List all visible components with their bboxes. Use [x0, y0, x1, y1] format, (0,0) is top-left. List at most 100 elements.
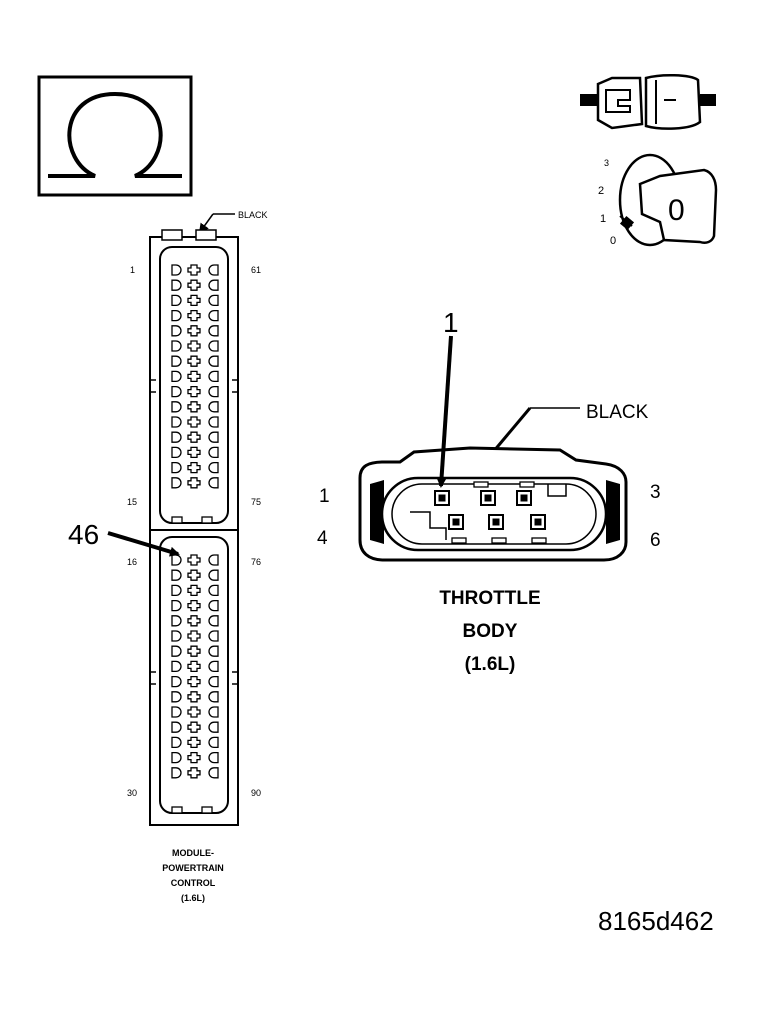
pcm-pin-cavity — [208, 584, 219, 597]
pcm-pin-cavity — [208, 309, 219, 322]
pcm-pin-cavity — [208, 554, 219, 566]
ohm-icon — [48, 91, 182, 178]
pcm-latch-tab — [171, 806, 183, 814]
pcm-pin-cavity — [171, 675, 182, 688]
key-icon — [638, 168, 718, 244]
pcm-pin-cavity — [171, 751, 182, 764]
throttle-pin-label-4: 4 — [317, 528, 328, 549]
throttle-body-connector: BLACK 1 1 4 3 6 THROTTLE BODY (1.6L) — [317, 307, 661, 675]
pcm-pin-cavity — [187, 691, 201, 703]
key-position-3: 3 — [604, 158, 609, 168]
throttle-pin-terminal — [452, 518, 460, 526]
pcm-pin-cavity — [171, 309, 182, 322]
pcm-pin-cavity — [208, 706, 219, 718]
pcm-pin-cavity — [171, 294, 182, 307]
pcm-pin-label-16: 16 — [127, 557, 137, 567]
pcm-pin-cavity — [208, 736, 219, 749]
pcm-color-label: BLACK — [238, 210, 268, 220]
pcm-pin-cavity — [171, 645, 182, 657]
pcm-pin-cavity — [171, 340, 182, 352]
pcm-pin-cavity — [171, 325, 182, 337]
pcm-pin-cavity — [208, 370, 219, 383]
pcm-pin-cavity — [187, 569, 201, 581]
key-face-label: 0 — [668, 194, 685, 227]
pcm-pin-cavity — [187, 385, 201, 398]
throttle-title-line-2: BODY — [463, 621, 518, 642]
pcm-pin-cavity — [208, 721, 219, 733]
pcm-pin-cavity — [187, 721, 201, 733]
pcm-pin-cavity — [208, 691, 219, 703]
pcm-pin-grid — [171, 264, 219, 814]
pcm-pin-cavity — [187, 264, 201, 276]
pcm-pin-cavity — [171, 599, 182, 612]
pcm-pin-cavity — [208, 477, 219, 489]
pcm-caption-line-2: POWERTRAIN — [162, 863, 224, 873]
pcm-pin-cavity — [171, 279, 182, 291]
pcm-pin-cavity — [187, 370, 201, 383]
throttle-pin-terminal — [534, 518, 542, 526]
pcm-pin-cavity — [171, 691, 182, 703]
pcm-pin-cavity — [208, 569, 219, 581]
pcm-pin-cavity — [187, 340, 201, 352]
pcm-pin-cavity — [171, 569, 182, 581]
pcm-pin-cavity — [171, 385, 182, 398]
pcm-pin-cavity — [208, 660, 219, 673]
pcm-pin-cavity — [187, 615, 201, 627]
pcm-pin-cavity — [187, 767, 201, 779]
pcm-pin-cavity — [187, 309, 201, 322]
pcm-pin-cavity — [187, 294, 201, 307]
pcm-pin-cavity — [171, 401, 182, 413]
throttle-callout-arrow — [436, 335, 453, 488]
pcm-pin-cavity — [187, 461, 201, 474]
pcm-pin-cavity — [208, 630, 219, 642]
ignition-key-illustration: 0 3 2 1 0 — [598, 153, 718, 247]
pcm-pin-cavity — [171, 370, 182, 383]
pcm-pin-cavity — [171, 554, 182, 566]
pcm-pin-cavity — [187, 599, 201, 612]
pcm-pin-cavity — [187, 584, 201, 597]
pcm-pin-cavity — [187, 477, 201, 489]
throttle-color-label: BLACK — [586, 402, 649, 423]
pcm-caption-line-4: (1.6L) — [181, 893, 205, 903]
pcm-pin-cavity — [187, 446, 201, 459]
pcm-caption-line-3: CONTROL — [171, 878, 216, 888]
pcm-pin-cavity — [208, 279, 219, 291]
pcm-pin-cavity — [171, 477, 182, 489]
pcm-pin-cavity — [171, 355, 182, 367]
pcm-pin-cavity — [187, 660, 201, 673]
connector-plug-icon — [580, 74, 716, 130]
pcm-pin-label-1: 1 — [130, 265, 135, 275]
key-position-1: 1 — [600, 213, 606, 225]
pcm-pin-cavity — [208, 751, 219, 764]
pcm-pin-cavity — [187, 675, 201, 688]
pcm-latch-tab — [201, 806, 213, 814]
pcm-pin-cavity — [171, 446, 182, 459]
figure-id: 8165d462 — [598, 906, 714, 936]
pcm-pin-cavity — [208, 645, 219, 657]
pcm-pin-cavity — [187, 630, 201, 642]
pcm-pin-cavity — [171, 721, 182, 733]
pcm-pin-cavity — [171, 431, 182, 443]
pcm-pin-cavity — [187, 736, 201, 749]
pcm-pin-cavity — [208, 461, 219, 474]
throttle-key-slot — [519, 481, 535, 488]
throttle-pin-label-6: 6 — [650, 530, 661, 551]
pcm-caption-line-1: MODULE- — [172, 848, 214, 858]
pcm-pin-cavity — [208, 446, 219, 459]
ohm-symbol-box — [37, 75, 193, 197]
throttle-pin-terminal — [438, 494, 446, 502]
pcm-pin-cavity — [208, 325, 219, 337]
pcm-pin-cavity — [187, 431, 201, 443]
throttle-pin-terminal — [492, 518, 500, 526]
throttle-pin-terminal — [484, 494, 492, 502]
pcm-pin-cavity — [171, 461, 182, 474]
key-position-2: 2 — [598, 185, 604, 197]
throttle-key-slot — [531, 537, 547, 544]
pcm-pin-cavity — [208, 401, 219, 413]
pcm-pin-label-75: 75 — [251, 497, 261, 507]
throttle-key-slot — [491, 537, 507, 544]
pcm-pin-cavity — [187, 325, 201, 337]
pcm-pin-cavity — [187, 401, 201, 413]
pcm-callout-arrow — [107, 531, 180, 557]
throttle-key-slot — [451, 537, 467, 544]
